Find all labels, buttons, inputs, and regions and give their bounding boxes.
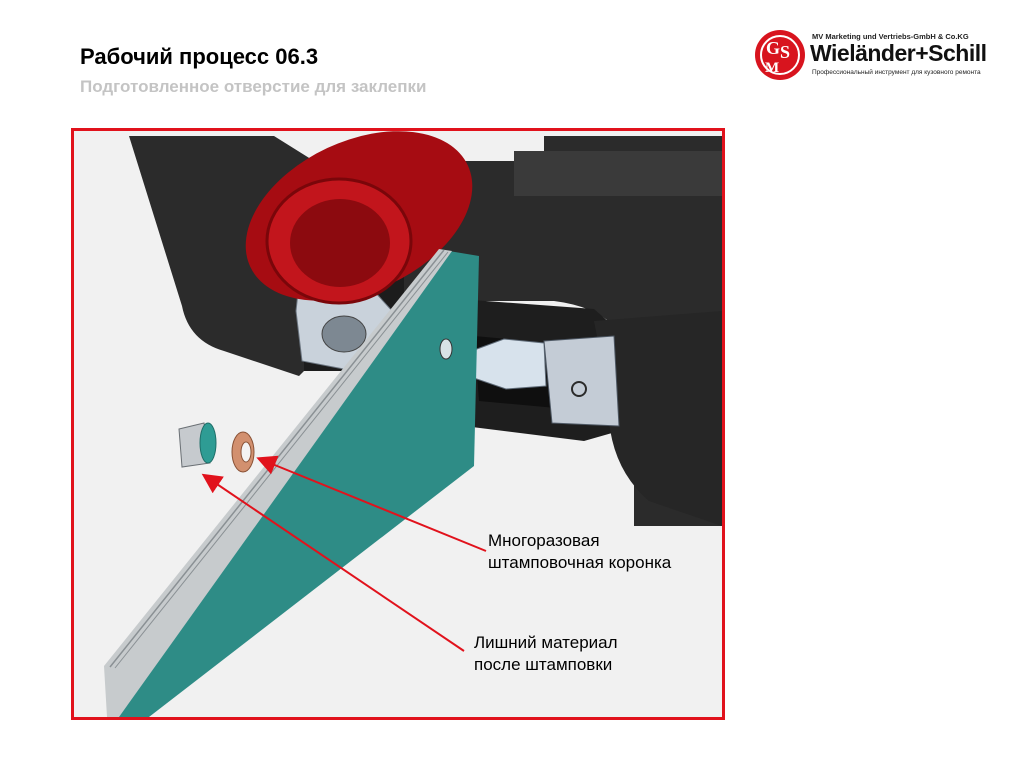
rivet-hole-illustration bbox=[104, 131, 722, 717]
company-logo: G S M MV Marketing und Vertriebs-GmbH & … bbox=[754, 28, 987, 82]
callout-arrow-crown bbox=[256, 455, 487, 552]
callout-label-line: Многоразовая bbox=[488, 531, 600, 550]
callout-label-slug: Лишний материал после штамповки bbox=[474, 632, 618, 676]
logo-brand: Wieländer+Schill bbox=[810, 40, 987, 66]
slug-face bbox=[199, 422, 217, 464]
punch-crown-hole bbox=[240, 441, 252, 463]
sheet-plate-edge bbox=[104, 249, 452, 717]
callout-label-line: Лишний материал bbox=[474, 633, 618, 652]
punch-sleeve bbox=[543, 335, 620, 427]
tool-handle bbox=[594, 311, 722, 526]
svg-text:S: S bbox=[780, 42, 790, 62]
logo-description: Профессиональный инструмент для кузовног… bbox=[812, 69, 981, 76]
rivet-hole bbox=[439, 338, 453, 360]
tool-frame-top bbox=[514, 151, 722, 196]
callout-label-line: штамповочная коронка bbox=[488, 553, 672, 572]
logo-tagline: MV Marketing und Vertriebs-GmbH & Co.KG bbox=[812, 32, 969, 41]
svg-text:G: G bbox=[766, 38, 780, 58]
red-sleeve-opening bbox=[290, 199, 390, 287]
illustration-frame bbox=[71, 128, 725, 720]
punch-sleeve-port bbox=[571, 381, 587, 397]
die-holder-hole bbox=[321, 315, 367, 353]
page-subtitle: Подготовленное отверстие для заклепки bbox=[80, 77, 427, 96]
sheet-plate bbox=[114, 251, 479, 717]
callout-arrow-slug bbox=[201, 473, 465, 652]
svg-text:M: M bbox=[765, 60, 779, 76]
page-title: Рабочий процесс 06.3 bbox=[80, 44, 319, 69]
callout-label-crown: Многоразовая штамповочная коронка bbox=[488, 530, 671, 574]
gms-emblem-icon: G S M bbox=[755, 30, 805, 80]
callout-label-line: после штамповки bbox=[474, 655, 613, 674]
sheet-plate-layer-line bbox=[114, 251, 449, 669]
